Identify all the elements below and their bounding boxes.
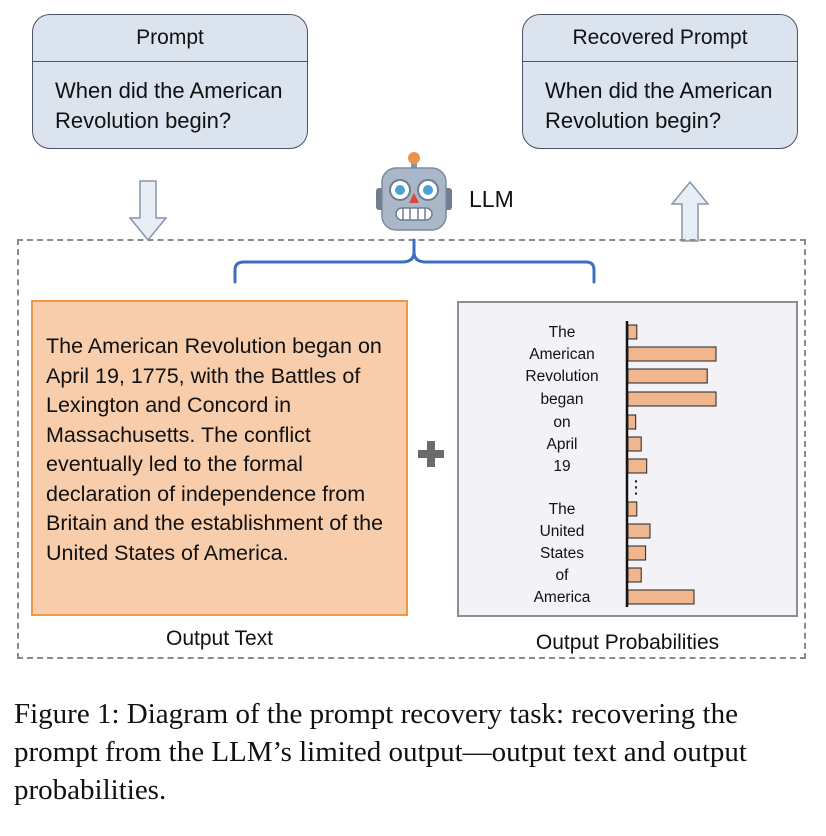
token-label: April <box>546 436 577 453</box>
prob-bar <box>627 545 647 561</box>
prompt-card: Prompt When did the American Revolution … <box>32 14 308 149</box>
token-label: on <box>553 414 570 431</box>
curly-brace <box>233 238 596 284</box>
output-text-box: The American Revolution began on April 1… <box>31 300 408 616</box>
token-label: 19 <box>553 458 570 475</box>
output-probabilities-label: Output Probabilities <box>535 631 720 654</box>
token-label: The <box>549 324 576 341</box>
up-arrow-icon <box>670 180 710 242</box>
prob-bar <box>627 501 638 517</box>
plus-icon <box>418 441 444 467</box>
down-arrow-icon <box>128 180 168 242</box>
output-probabilities-chart: TheAmericanRevolutionbeganonApril19TheUn… <box>525 321 717 607</box>
llm-label: LLM <box>469 186 514 212</box>
ellipsis: ⋮ <box>627 477 645 498</box>
prob-bar <box>627 324 638 340</box>
prob-bar <box>627 391 717 407</box>
token-label: The <box>549 501 576 518</box>
token-label: began <box>540 391 583 408</box>
llm-output-container <box>17 239 806 659</box>
output-text-label: Output Text <box>165 627 273 650</box>
prob-bar <box>627 567 642 583</box>
recovered-prompt-card-title: Recovered Prompt <box>523 15 797 62</box>
token-label: America <box>534 589 591 606</box>
prob-bar <box>627 436 642 452</box>
prompt-card-text: When did the American Revolution begin? <box>55 78 283 133</box>
prob-bar <box>627 589 695 605</box>
prob-bar <box>627 368 708 384</box>
figure-caption: Figure 1: Diagram of the prompt recovery… <box>14 698 747 806</box>
prob-bar <box>627 458 648 474</box>
token-label: of <box>556 567 570 584</box>
prompt-card-title: Prompt <box>33 15 307 62</box>
token-label: United <box>540 523 585 540</box>
token-label: American <box>529 346 594 363</box>
token-label: Revolution <box>525 368 598 385</box>
token-label: States <box>540 545 584 562</box>
prob-bar <box>627 523 651 539</box>
output-text-content: The American Revolution began on April 1… <box>46 334 384 565</box>
prob-bar <box>627 346 717 362</box>
recovered-prompt-card: Recovered Prompt When did the American R… <box>522 14 798 149</box>
prob-bar <box>627 414 637 430</box>
robot-icon <box>376 152 452 231</box>
recovered-prompt-card-text: When did the American Revolution begin? <box>545 78 773 133</box>
